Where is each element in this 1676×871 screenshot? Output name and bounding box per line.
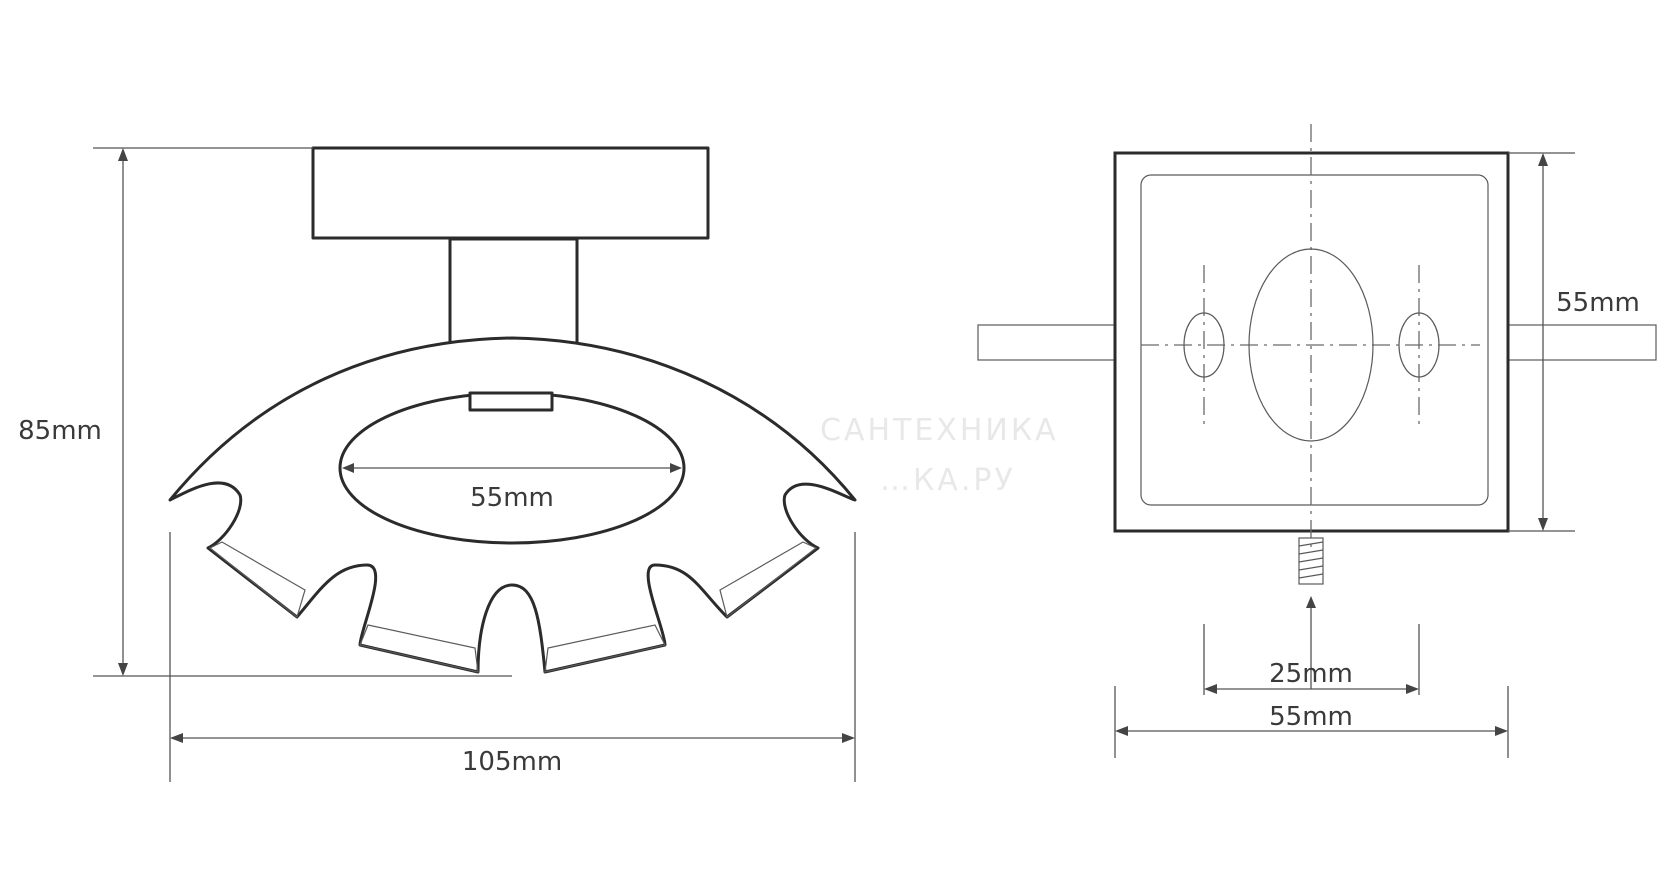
arrowhead xyxy=(842,733,855,743)
arrowhead xyxy=(170,733,183,743)
arrowhead xyxy=(1538,518,1548,531)
plate-outline xyxy=(1113,151,1510,533)
center-hole xyxy=(1248,248,1374,442)
arrowhead xyxy=(118,663,128,676)
drain-slot xyxy=(359,624,479,673)
width-label: 105mm xyxy=(462,747,562,777)
opening-tab xyxy=(468,391,554,412)
mounting-plate xyxy=(311,146,710,240)
arrowhead xyxy=(1306,596,1316,608)
arrowhead xyxy=(1406,684,1419,694)
arrowhead xyxy=(1495,726,1508,736)
side-view: 55mm 85mm 105mm xyxy=(18,146,857,782)
hole-spacing-label: 25mm xyxy=(1269,659,1353,689)
arrowhead xyxy=(1538,153,1548,166)
watermark-line2: …КА.РУ xyxy=(880,463,1016,498)
left-screw-hole xyxy=(1183,312,1225,378)
arrowhead xyxy=(342,463,354,473)
height-label: 85mm xyxy=(18,416,102,446)
arm-stub-right xyxy=(1507,324,1657,361)
arrowhead xyxy=(118,148,128,161)
mounting-neck xyxy=(448,237,579,346)
arrowhead xyxy=(1204,684,1217,694)
arrowhead xyxy=(1115,726,1128,736)
watermark-line1: САНТЕХНИКА xyxy=(820,413,1059,448)
plate-width-label: 55mm xyxy=(1269,702,1353,732)
set-screw xyxy=(1298,537,1324,585)
drain-slot xyxy=(208,541,306,619)
set-screw-thread xyxy=(1298,541,1324,579)
plate-inner-border xyxy=(1140,174,1489,506)
right-screw-hole xyxy=(1398,312,1440,378)
drain-slot xyxy=(544,624,666,673)
arm-stub-left xyxy=(977,324,1116,361)
drain-slot xyxy=(719,541,818,619)
plate-height-label: 55mm xyxy=(1556,288,1640,318)
opening-width-label: 55mm xyxy=(470,483,554,513)
watermark: САНТЕХНИКА …КА.РУ xyxy=(820,413,1059,498)
front-view: 55mm 25mm 55mm xyxy=(977,124,1657,758)
arrowhead xyxy=(670,463,682,473)
